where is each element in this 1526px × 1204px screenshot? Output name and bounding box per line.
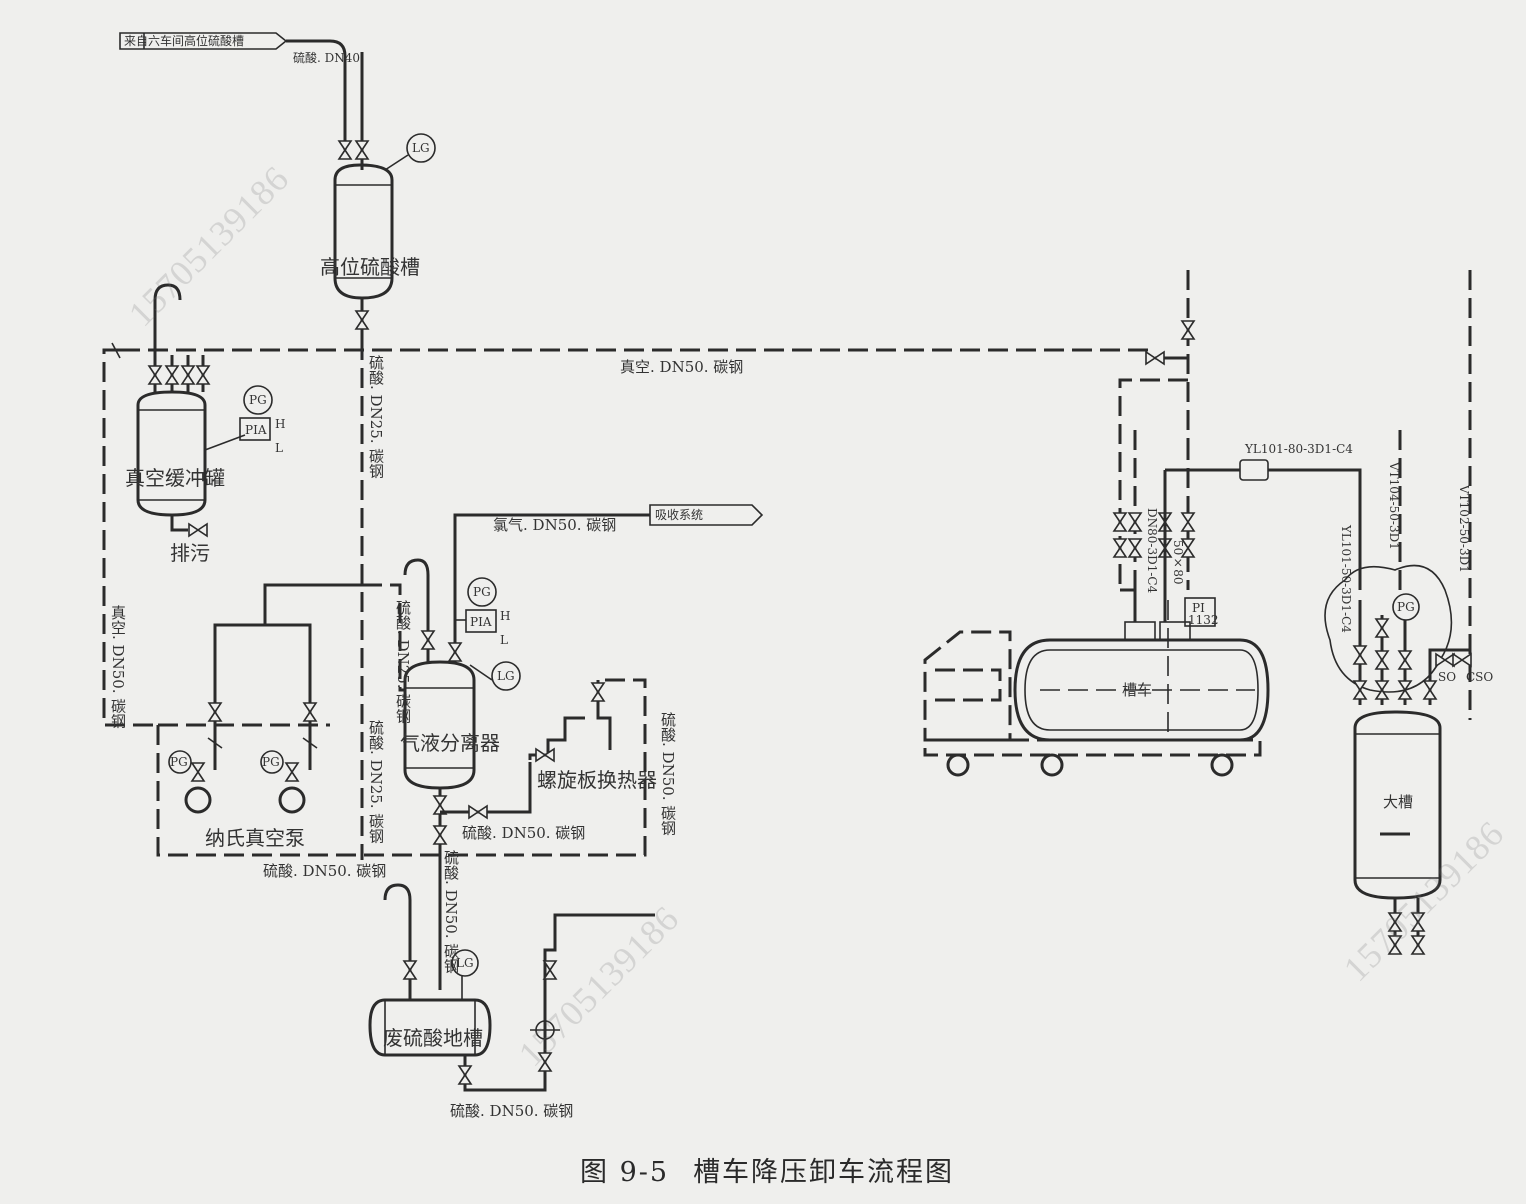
yl101-80-label: YL101-80-3D1-C4 [1245, 442, 1353, 456]
blowdown-label: 排污 [170, 541, 210, 565]
figure-title: 槽车降压卸车流程图 [693, 1157, 955, 1188]
vt102-label: VT102-50-3D1 [1457, 485, 1471, 573]
vt104-label: VT104-50-3D1 [1387, 462, 1401, 550]
pi-tag: 1132 [1188, 613, 1219, 627]
vacuum-buffer-vessel [136, 283, 273, 537]
waste-pit-vessel [368, 883, 655, 1092]
absorption-label: 吸收系统 [655, 508, 704, 522]
so-label: SO [1438, 670, 1457, 684]
source-label: 来自六车间高位硫酸槽 [124, 34, 245, 48]
pg-instrument-2: PG [473, 585, 491, 599]
acid-dn50-label-d: 硫酸. DN50. 碳钢 [442, 850, 460, 974]
spiral-exchanger-label: 螺旋板换热器 [537, 768, 657, 792]
pia-h-1: H [275, 417, 286, 431]
big-tank-vessel [1324, 270, 1472, 955]
pia-l-2: L [500, 633, 508, 647]
truck-valves [1113, 459, 1362, 622]
size-50x80-label: 50×80 [1171, 540, 1185, 585]
tank-truck-label: 槽车 [1122, 681, 1153, 699]
pg-instrument-5: PG [1397, 600, 1415, 614]
cso-label: CSO [1466, 670, 1494, 684]
pia-instrument-2: PIA [470, 615, 492, 629]
yl101-50-label: YL101-50-3D1-C4 [1339, 525, 1353, 633]
figure-caption: 图 9-5 槽车降压卸车流程图 [580, 1150, 978, 1189]
tank-truck-drawing [923, 597, 1270, 777]
lg-instrument-1: LG [412, 141, 430, 155]
spiral-exchanger [528, 680, 612, 762]
acid-dn40-label: 硫酸. DN40 [293, 51, 361, 65]
pg-instrument-1: PG [249, 393, 267, 407]
separator-label: 气液分离器 [400, 731, 500, 755]
pia-h-2: H [500, 609, 511, 623]
high-tank-label: 高位硫酸槽 [320, 255, 420, 279]
vacuum-dn50-vert-label: 真空. DN50. 碳钢 [109, 605, 127, 729]
pi-instrument: PI [1192, 601, 1205, 615]
acid-dn50-label-b: 硫酸. DN50. 碳钢 [659, 712, 677, 836]
waste-pit-label: 废硫酸地槽 [383, 1026, 483, 1050]
acid-dn25-label-b: 硫酸. DN25. 碳钢 [394, 600, 412, 724]
separator-vessel [362, 504, 764, 990]
acid-dn25-label-a: 硫酸. DN25. 碳钢 [367, 355, 385, 479]
nash-pump-label: 纳氏真空泵 [205, 826, 305, 850]
figure-number: 图 9-5 [580, 1157, 670, 1188]
acid-dn50-label-e: 硫酸. DN50. 碳钢 [450, 1102, 574, 1120]
lg-instrument-2: LG [497, 669, 515, 683]
pg-instrument-3: PG [170, 755, 188, 769]
big-tank-label: 大槽 [1383, 793, 1414, 811]
dn80-label: DN80-3D1-C4 [1145, 508, 1159, 594]
lg-instrument-3: LG [456, 956, 474, 970]
high-tank-vessel [333, 133, 436, 340]
vacuum-buffer-label: 真空缓冲罐 [125, 466, 225, 490]
acid-dn50-label-a: 硫酸. DN50. 碳钢 [462, 824, 586, 842]
pg-instrument-4: PG [262, 755, 280, 769]
acid-dn25-label-c: 硫酸. DN25. 碳钢 [367, 720, 385, 844]
pia-instrument-1: PIA [245, 423, 267, 437]
pia-l-1: L [275, 441, 283, 455]
vacuum-main-label: 真空. DN50. 碳钢 [620, 358, 744, 376]
vacuum-header [102, 270, 1195, 860]
acid-dn50-label-c: 硫酸. DN50. 碳钢 [263, 862, 387, 880]
chlorine-label: 氯气. DN50. 碳钢 [493, 516, 617, 534]
